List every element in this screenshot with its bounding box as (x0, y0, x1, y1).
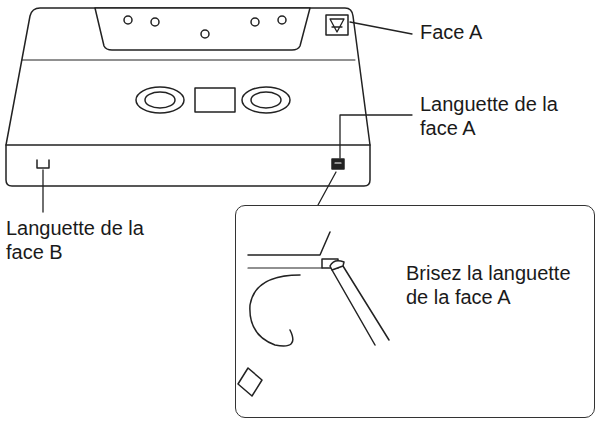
callout-label: Languette de la face B (6, 216, 176, 264)
reel-hole (242, 87, 290, 113)
cassette-edge-detail (248, 267, 322, 268)
plate-hole (201, 30, 209, 38)
plate-hole (251, 18, 259, 26)
plate-hole (278, 16, 286, 24)
cassette-body (6, 8, 370, 186)
cassette-edge-detail (248, 232, 330, 255)
leader-line (350, 22, 412, 34)
reel-hole (145, 92, 175, 108)
tab-a (335, 162, 341, 163)
leader-line (340, 115, 412, 158)
callout-label: Languette de la face A (420, 92, 590, 140)
plate-hole (151, 18, 159, 26)
side-symbol (326, 15, 348, 35)
instruction-text: Brisez la languette de la face A (406, 261, 571, 309)
cassette-inner-edge (22, 60, 355, 61)
broken-tab-piece (238, 368, 262, 396)
plate-hole (124, 16, 132, 24)
tab-a (332, 159, 344, 169)
tape-window (195, 88, 235, 112)
leader-line (318, 172, 336, 205)
broken-tab-loop (250, 275, 300, 346)
screwdriver (332, 266, 389, 345)
reel-hole (136, 87, 184, 113)
tab-b (37, 160, 49, 168)
inset-box: Brisez la languette de la face A (235, 205, 595, 418)
screwdriver-tip (330, 261, 344, 270)
cassette-front-edge (6, 144, 370, 146)
side-symbol (330, 19, 344, 32)
callout-label: Face A (420, 20, 600, 44)
reel-hole (251, 92, 281, 108)
leader-line (42, 170, 43, 212)
label-plate (95, 8, 310, 50)
